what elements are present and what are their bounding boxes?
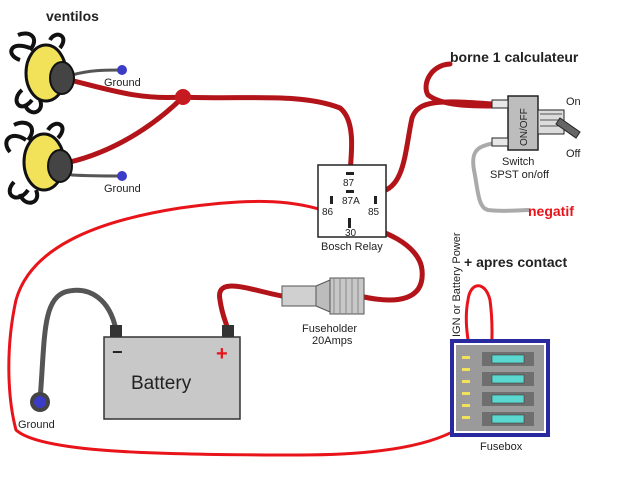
ground-dot-fan-bottom	[117, 171, 127, 181]
bosch-relay	[317, 164, 387, 238]
label-apres-contact: + apres contact	[464, 254, 567, 270]
wire-junction-to-relay-87	[180, 94, 355, 175]
label-ground-battery: Ground	[18, 419, 55, 431]
wire-relay-86-loop	[7, 199, 494, 457]
wire-battery-ground	[37, 287, 119, 403]
ground-dot-fan-top	[117, 65, 127, 75]
label-ventilos: ventilos	[46, 8, 99, 24]
label-ground-fan-bottom: Ground	[104, 183, 141, 195]
label-switch-onoff: ON/OFF	[519, 108, 530, 146]
battery	[103, 325, 241, 420]
fusebox	[450, 339, 550, 437]
label-relay-86: 86	[322, 207, 334, 218]
wire-fan-bottom-ground	[70, 173, 124, 178]
battery-plus-sign: +	[216, 343, 228, 365]
label-fuseholder: Fuseholder	[302, 323, 357, 335]
label-relay-87: 87	[343, 178, 355, 189]
label-relay-87a: 87A	[342, 196, 360, 207]
label-switch-name: Switch	[502, 156, 534, 168]
label-relay-85: 85	[368, 207, 380, 218]
wire-fan-top-to-junction	[67, 77, 186, 101]
fan-bottom	[4, 120, 73, 205]
fuseholder	[281, 277, 365, 315]
switch	[491, 95, 581, 151]
label-borne: borne 1 calculateur	[450, 49, 579, 65]
battery-minus-sign: −	[112, 342, 123, 362]
label-relay-30: 30	[345, 228, 357, 239]
ground-dot-battery-inner	[34, 396, 46, 408]
wire-borne-to-switch	[423, 61, 495, 109]
fuse-slots	[482, 352, 534, 426]
label-switch-on: On	[566, 96, 581, 108]
fusebox-terminals	[462, 356, 470, 419]
fan-top	[9, 31, 75, 115]
label-switch-off: Off	[566, 148, 581, 160]
label-fusebox: Fusebox	[480, 441, 523, 453]
label-relay-name: Bosch Relay	[321, 241, 383, 253]
label-fuseholder-rating: 20Amps	[312, 335, 353, 347]
wire-junction	[175, 89, 191, 105]
wire-fuseholder-to-battery	[217, 283, 285, 333]
label-battery: Battery	[131, 373, 192, 394]
label-ign-power: IGN or Battery Power	[451, 232, 463, 337]
label-negatif: negatif	[528, 203, 574, 219]
wire-fan-top-ground	[70, 68, 124, 77]
label-switch-type: SPST on/off	[490, 169, 550, 181]
label-ground-fan-top: Ground	[104, 77, 141, 89]
wire-switch-ground	[471, 140, 530, 213]
wire-fan-bottom-to-junction	[67, 94, 186, 165]
